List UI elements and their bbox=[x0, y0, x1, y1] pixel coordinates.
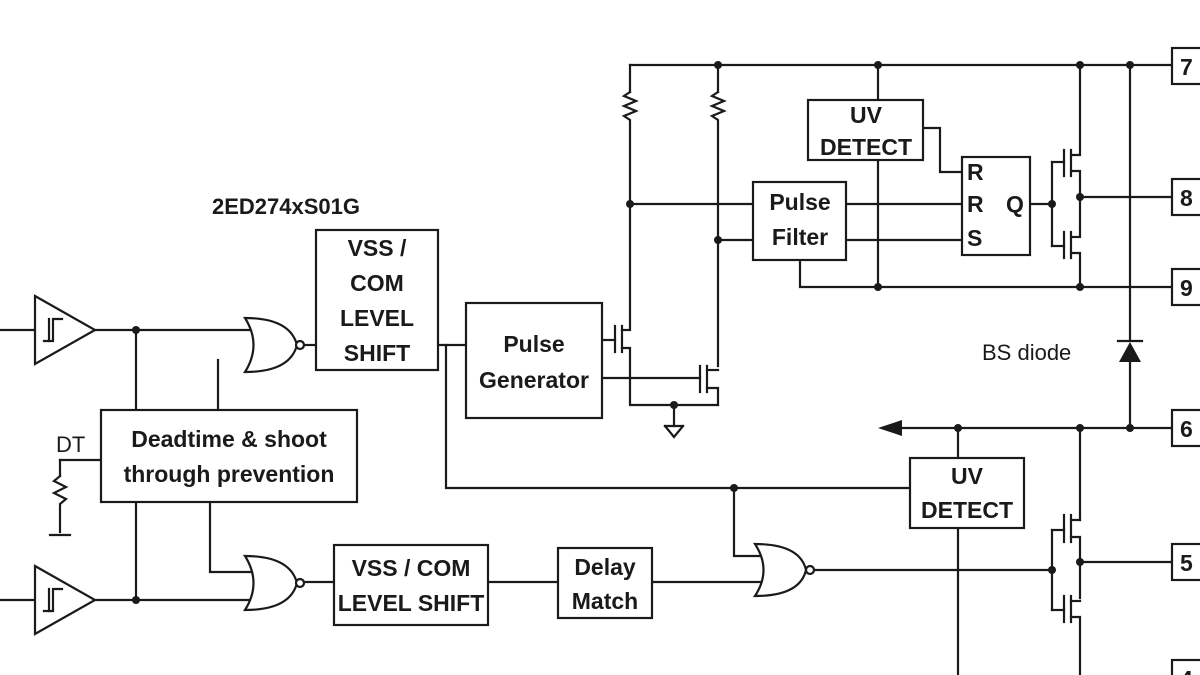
svg-text:Delay: Delay bbox=[574, 554, 636, 580]
bs-diode-label: BS diode bbox=[982, 340, 1071, 365]
deadtime-block: Deadtime & shoot through prevention bbox=[99, 408, 359, 504]
svg-text:VSS /: VSS / bbox=[348, 235, 407, 261]
svg-text:Pulse: Pulse bbox=[769, 189, 830, 215]
svg-text:DETECT: DETECT bbox=[820, 134, 912, 160]
svg-text:9: 9 bbox=[1180, 275, 1193, 301]
svg-text:Match: Match bbox=[572, 588, 638, 614]
svg-text:8: 8 bbox=[1180, 185, 1193, 211]
wiring bbox=[0, 63, 1174, 675]
pin-4: 4 bbox=[1170, 658, 1200, 675]
rs-latch-block: R R S Q bbox=[960, 155, 1032, 257]
nor-gate-high bbox=[243, 316, 306, 374]
part-number-label: 2ED274xS01G bbox=[212, 194, 360, 219]
svg-text:R: R bbox=[967, 191, 984, 217]
svg-text:Pulse: Pulse bbox=[503, 331, 564, 357]
svg-text:UV: UV bbox=[850, 102, 883, 128]
svg-text:Q: Q bbox=[1006, 191, 1024, 217]
dt-label: DT bbox=[56, 432, 85, 457]
pin-5: 5 bbox=[1170, 542, 1200, 582]
svg-text:COM: COM bbox=[350, 270, 404, 296]
pulse-filter-block: Pulse Filter bbox=[751, 180, 848, 262]
svg-text:UV: UV bbox=[951, 463, 984, 489]
input-buffer-low bbox=[33, 564, 98, 636]
svg-text:through prevention: through prevention bbox=[124, 461, 335, 487]
pin-8: 8 bbox=[1170, 177, 1200, 217]
svg-text:LEVEL SHIFT: LEVEL SHIFT bbox=[338, 590, 485, 616]
svg-text:5: 5 bbox=[1180, 550, 1193, 576]
svg-text:6: 6 bbox=[1180, 416, 1193, 442]
uv-detect-low-block: UV DETECT bbox=[908, 456, 1026, 530]
nor-gate-low bbox=[243, 554, 306, 612]
nor-gate-output-low bbox=[752, 542, 816, 598]
pin-9: 9 bbox=[1170, 267, 1200, 307]
svg-text:7: 7 bbox=[1180, 54, 1193, 80]
input-buffer-high bbox=[33, 294, 98, 366]
svg-text:4: 4 bbox=[1180, 666, 1193, 675]
pin-6: 6 bbox=[1170, 408, 1200, 448]
svg-text:LEVEL: LEVEL bbox=[340, 305, 414, 331]
svg-text:DETECT: DETECT bbox=[921, 497, 1013, 523]
svg-text:Deadtime & shoot: Deadtime & shoot bbox=[131, 426, 327, 452]
svg-text:Filter: Filter bbox=[772, 224, 828, 250]
junction-dots bbox=[132, 61, 1134, 604]
svg-text:VSS / COM: VSS / COM bbox=[352, 555, 471, 581]
pin-column: 7 8 9 6 5 4 bbox=[1170, 46, 1200, 675]
pin-7: 7 bbox=[1170, 46, 1200, 86]
hs-level-shift-block: VSS / COM LEVEL SHIFT bbox=[314, 228, 440, 372]
svg-text:R: R bbox=[967, 159, 984, 185]
bs-diode-symbol bbox=[1116, 339, 1144, 362]
svg-text:SHIFT: SHIFT bbox=[344, 340, 410, 366]
pulse-generator-block: Pulse Generator bbox=[464, 301, 604, 420]
uv-detect-high-block: UV DETECT bbox=[806, 98, 925, 162]
delay-match-block: Delay Match bbox=[556, 546, 654, 620]
ls-level-shift-block: VSS / COM LEVEL SHIFT bbox=[332, 543, 490, 627]
svg-text:Generator: Generator bbox=[479, 367, 589, 393]
svg-text:S: S bbox=[967, 225, 982, 251]
